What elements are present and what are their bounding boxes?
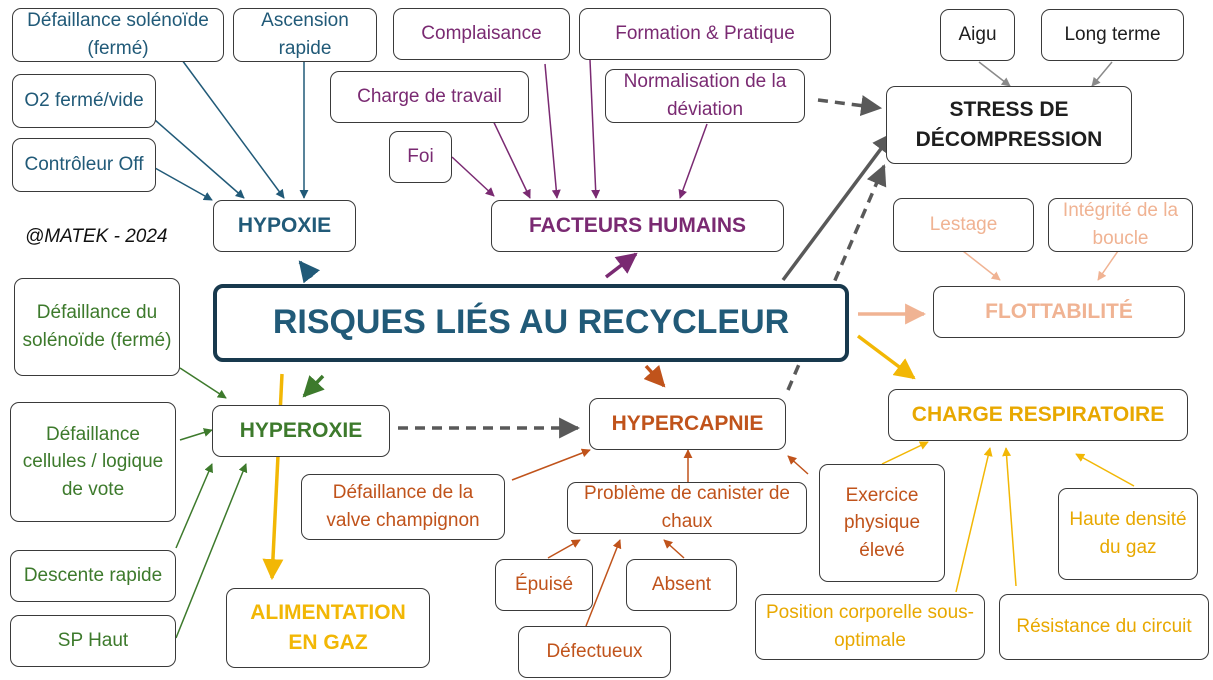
hypercapnie-cause-canister: Problème de canister de chaux <box>567 482 807 534</box>
flottabilite-cause-integrite: Intégrité de la boucle <box>1048 198 1193 252</box>
facteurs-links <box>451 59 708 199</box>
center-title: RISQUES LIÉS AU RECYCLEUR <box>272 303 790 342</box>
flottabilite-cause-lestage: Lestage <box>893 198 1034 252</box>
stress-links <box>978 61 1113 87</box>
facteurs-node: FACTEURS HUMAINS <box>491 200 784 252</box>
hyperoxie-cause-cellules: Défaillance cellules / logique de vote <box>10 402 176 522</box>
center-node: RISQUES LIÉS AU RECYCLEUR <box>213 284 849 362</box>
charge-cause-resistance: Résistance du circuit <box>999 594 1209 660</box>
hypoxie-cause-solenoide: Défaillance solénoïde (fermé) <box>12 8 224 62</box>
flottabilite-links <box>962 250 1119 281</box>
hypoxie-cause-controleur: Contrôleur Off <box>12 138 156 192</box>
hyperoxie-links <box>175 367 248 639</box>
charge-cause-densite: Haute densité du gaz <box>1058 488 1198 580</box>
charge-links <box>881 441 1135 593</box>
hypoxie-cause-ascension: Ascension rapide <box>233 8 377 62</box>
dashed-links <box>398 95 887 439</box>
canister-cause-epuise: Épuisé <box>495 559 593 611</box>
hypercapnie-cause-valve: Défaillance de la valve champignon <box>301 474 505 540</box>
hyperoxie-cause-sp-haut: SP Haut <box>10 615 176 667</box>
center-arrows <box>262 132 927 581</box>
hypercapnie-node: HYPERCAPNIE <box>589 398 786 450</box>
hypoxie-links <box>154 59 309 201</box>
hypoxie-node: HYPOXIE <box>213 200 356 252</box>
canister-cause-defectueux: Défectueux <box>518 626 671 678</box>
canister-cause-absent: Absent <box>626 559 737 611</box>
facteurs-cause-complaisance: Complaisance <box>393 8 570 60</box>
charge-node: CHARGE RESPIRATOIRE <box>888 389 1188 441</box>
stress-node: STRESS DE DÉCOMPRESSION <box>886 86 1132 164</box>
facteurs-cause-normalisation: Normalisation de la déviation <box>605 69 805 123</box>
facteurs-cause-charge-travail: Charge de travail <box>330 71 529 123</box>
charge-cause-exercice: Exercice physique élevé <box>819 464 945 582</box>
hyperoxie-cause-solenoide: Défaillance du solénoïde (fermé) <box>14 278 180 376</box>
credit-label: @MATEK - 2024 <box>25 226 168 247</box>
facteurs-cause-foi: Foi <box>389 131 452 183</box>
alimentation-node: ALIMENTATION EN GAZ <box>226 588 430 668</box>
stress-cause-aigu: Aigu <box>940 9 1015 61</box>
hyperoxie-node: HYPEROXIE <box>212 405 390 457</box>
facteurs-cause-formation: Formation & Pratique <box>579 8 831 60</box>
hyperoxie-cause-descente: Descente rapide <box>10 550 176 602</box>
charge-cause-position: Position corporelle sous-optimale <box>755 594 985 660</box>
hypercapnie-links <box>511 448 809 627</box>
flottabilite-node: FLOTTABILITÉ <box>933 286 1185 338</box>
stress-cause-long-terme: Long terme <box>1041 9 1184 61</box>
hypoxie-cause-o2: O2 fermé/vide <box>12 74 156 128</box>
